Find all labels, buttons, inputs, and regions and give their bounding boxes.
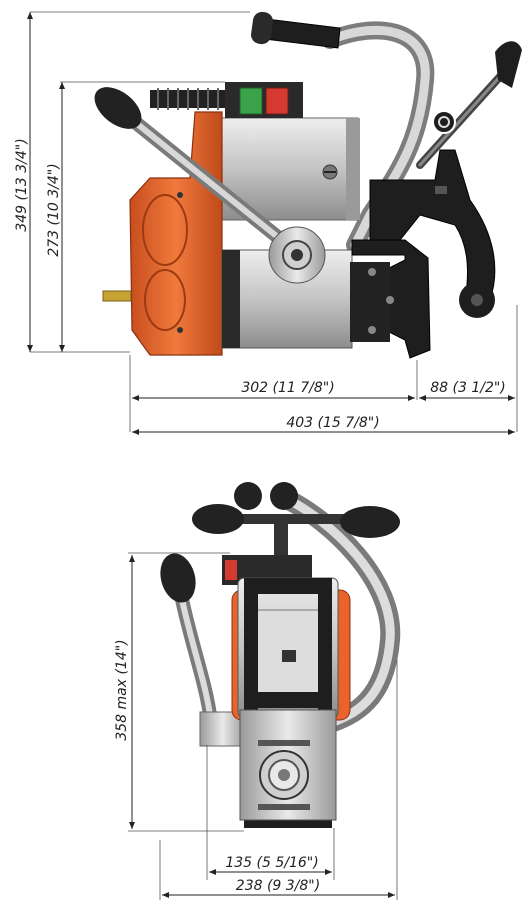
side-view-dimensions: 349 (13 3/4") 273 (10 3/4") 302 (11 7/8"… bbox=[14, 11, 518, 435]
front-view bbox=[160, 482, 401, 828]
front-view-dimensions: 358 max (14") 135 (5 5/16") 238 (9 3/8") bbox=[114, 552, 398, 900]
dim-body-height: 273 (10 3/4") bbox=[46, 163, 62, 256]
dim-clamp-depth: 88 (3 1/2") bbox=[430, 380, 506, 396]
dim-base-width: 135 (5 5/16") bbox=[225, 855, 318, 871]
coolant-nozzle bbox=[102, 290, 132, 302]
stop-switch bbox=[265, 87, 289, 115]
cable-spring bbox=[150, 88, 225, 110]
dim-overall-height: 349 (13 3/4") bbox=[14, 138, 30, 231]
dim-overall-width: 238 (9 3/8") bbox=[236, 878, 320, 894]
front-knob-left bbox=[192, 504, 244, 534]
dim-base-length: 302 (11 7/8") bbox=[241, 380, 334, 396]
switch-box bbox=[225, 82, 303, 118]
dim-max-height: 358 max (14") bbox=[114, 639, 130, 740]
dim-overall-length: 403 (15 7/8") bbox=[286, 415, 379, 431]
start-switch bbox=[239, 87, 263, 115]
feed-lever-knob bbox=[94, 87, 142, 129]
side-view bbox=[94, 11, 522, 359]
front-knob-right bbox=[340, 506, 400, 538]
